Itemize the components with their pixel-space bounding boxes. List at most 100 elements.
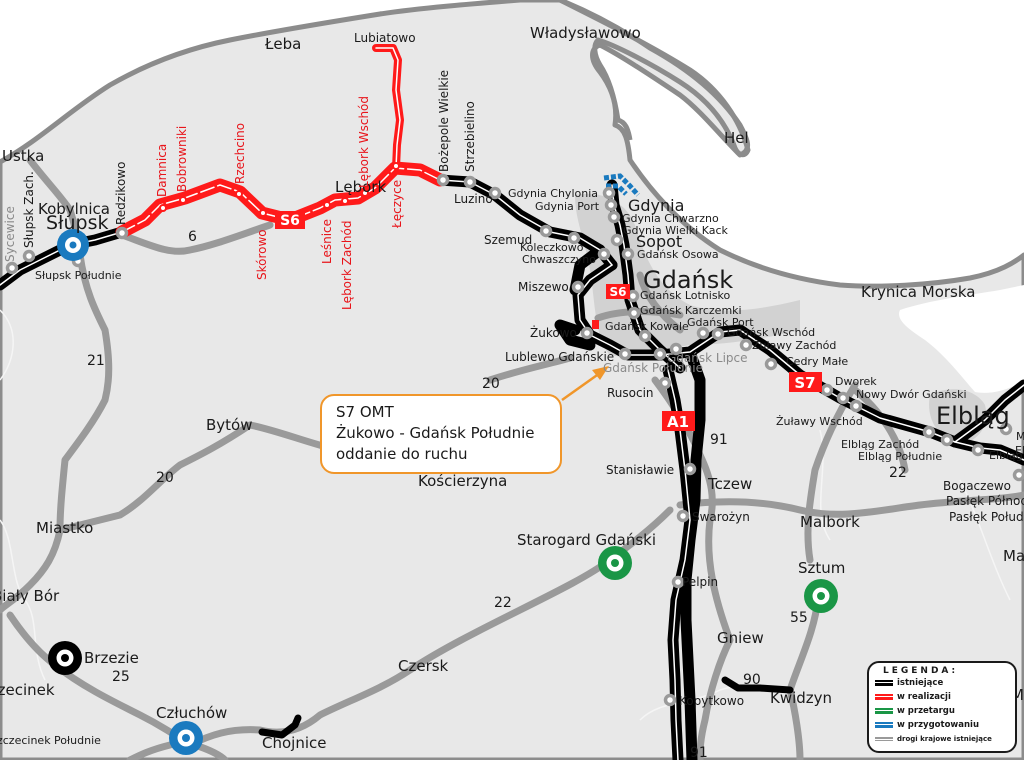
svg-text:Gdańsk Osowa: Gdańsk Osowa (637, 248, 719, 261)
svg-text:Żuławy Zachód: Żuławy Zachód (752, 339, 836, 352)
svg-text:Bobrowniki: Bobrowniki (175, 126, 189, 192)
project-marker-brzezie (48, 641, 82, 675)
legend-item-national-roads: drogi krajowe istniejące (875, 732, 1009, 746)
svg-text:55: 55 (790, 610, 808, 626)
legend-swatch-green (875, 708, 893, 714)
svg-text:Nowy Dwór Gdański: Nowy Dwór Gdański (856, 388, 967, 401)
svg-text:Elbląg: Elbląg (989, 449, 1023, 462)
legend-swatch-grey (875, 737, 893, 741)
label-chojnice: Chojnice (262, 734, 326, 752)
label-tczew: Tczew (707, 475, 752, 493)
svg-text:Pasłęk Północ: Pasłęk Północ (946, 494, 1024, 508)
label-szczecinek: Szczecinek (0, 681, 55, 699)
svg-text:Gdańsk Lipce: Gdańsk Lipce (667, 351, 748, 365)
construction-marker-kowale (592, 320, 599, 329)
road-numbers: 6 21 20 20 22 22 25 91 91 55 90 (87, 229, 907, 761)
svg-text:20: 20 (156, 470, 174, 486)
svg-text:Gdynia Port: Gdynia Port (535, 200, 600, 213)
svg-text:Gdańsk Karczemki: Gdańsk Karczemki (640, 304, 742, 317)
legend-item-in-preparation: w przygotowaniu (875, 718, 1009, 732)
svg-text:Elbląg Południe: Elbląg Południe (858, 450, 942, 463)
svg-text:25: 25 (112, 669, 130, 685)
label-gdynia: Gdynia (628, 196, 684, 215)
label-gdansk: Gdańsk (643, 266, 733, 294)
svg-text:M: M (1016, 430, 1024, 443)
svg-text:Gdańsk Lotnisko: Gdańsk Lotnisko (640, 289, 731, 302)
svg-text:Elbląg: Elbląg (1015, 444, 1024, 457)
label-starogard: Starogard Gdański (517, 531, 656, 549)
label-czluchow: Człuchów (156, 704, 227, 722)
hel-peninsula (558, 0, 751, 158)
callout-arrow (561, 366, 609, 402)
label-gniew: Gniew (717, 629, 764, 647)
svg-text:Słupsk Południe: Słupsk Południe (35, 269, 122, 282)
label-luzino: Luzino (454, 192, 493, 206)
legend-swatch-black (875, 680, 893, 686)
svg-text:Dworek: Dworek (835, 375, 877, 388)
svg-text:S6: S6 (280, 213, 300, 229)
project-marker-czluchow (169, 721, 203, 755)
svg-text:91: 91 (710, 432, 728, 448)
callout-line-status: oddanie do ruchu (336, 445, 468, 463)
svg-text:Stanisławie: Stanisławie (606, 463, 674, 477)
svg-text:Gdańsk Południe: Gdańsk Południe (603, 361, 703, 375)
svg-text:Sycewice: Sycewice (3, 206, 17, 262)
route-badge-s6-gdansk: S6 (606, 284, 630, 299)
legend-swatch-blue (875, 722, 893, 728)
label-krynica-morska: Krynica Morska (861, 283, 975, 301)
svg-text:91: 91 (690, 745, 708, 760)
svg-text:S6: S6 (610, 285, 627, 299)
svg-text:Łęczyce: Łęczyce (390, 180, 404, 229)
svg-text:A1: A1 (667, 413, 689, 431)
label-czersk: Czersk (398, 657, 449, 675)
label-malbork: Malbork (800, 513, 860, 531)
label-sopot: Sopot (636, 232, 682, 251)
legend-item-existing: istniejące (875, 676, 1009, 690)
svg-text:Rzechcino: Rzechcino (233, 123, 247, 184)
label-slupsk: Słupsk (46, 212, 108, 234)
svg-text:Swarożyn: Swarożyn (692, 510, 750, 524)
svg-text:Ma: Ma (1003, 547, 1024, 565)
route-badge-a1: A1 (662, 411, 695, 431)
svg-text:Skórowo: Skórowo (255, 229, 269, 280)
label-lubiatowo: Lubiatowo (354, 31, 416, 45)
svg-text:Gdynia Wielki Kack: Gdynia Wielki Kack (623, 224, 729, 237)
svg-text:Lębork Zachód: Lębork Zachód (340, 221, 354, 310)
route-badge-s7: S7 (789, 372, 822, 392)
label-ustka: Ustka (2, 147, 44, 165)
map-legend: LEGENDA: istniejące w realizacji w przet… (867, 661, 1017, 753)
junction-markers-existing (5, 173, 1024, 707)
svg-text:Damnica: Damnica (155, 144, 169, 197)
callout-s7-omt: S7 OMT Żukowo - Gdańsk Południe oddanie … (320, 394, 562, 474)
legend-title: LEGENDA: (883, 666, 959, 676)
label-szemud: Szemud (484, 233, 532, 247)
svg-text:Szczecinek Południe: Szczecinek Południe (0, 734, 101, 747)
legend-item-in-tender: w przetargu (875, 704, 1009, 718)
callout-line-section: Żukowo - Gdańsk Południe (336, 424, 535, 442)
label-elblag: Elbląg (936, 402, 1010, 430)
label-leba: Łeba (264, 35, 301, 53)
junction-labels-existing: Sycewice Słupsk Zach. Słupsk Południe Re… (0, 70, 1024, 747)
junction-markers-construction (159, 162, 400, 217)
town-labels: Łeba Lubiatowo Władysławowo Hel Ustka Ko… (0, 24, 1010, 752)
label-lebork: Lębork (335, 178, 386, 196)
project-marker-starogard (598, 546, 632, 580)
label-sztum: Sztum (798, 559, 845, 577)
label-bytow: Bytów (206, 416, 253, 434)
svg-text:Pelpin: Pelpin (682, 575, 718, 589)
svg-text:Elbląg Zachód: Elbląg Zachód (841, 438, 919, 451)
label-miastko: Miastko (36, 519, 93, 537)
svg-text:Żukowo: Żukowo (530, 325, 577, 340)
legend-item-in-construction: w realizacji (875, 690, 1009, 704)
legend-swatch-red (875, 694, 893, 700)
svg-text:Strzebielino: Strzebielino (463, 101, 477, 172)
svg-text:Gdańsk Wschód: Gdańsk Wschód (727, 326, 815, 339)
svg-text:Gdańsk Port: Gdańsk Port (687, 316, 754, 329)
svg-text:Redzikowo: Redzikowo (114, 162, 128, 225)
svg-text:Chwaszczyno: Chwaszczyno (522, 253, 596, 266)
svg-text:21: 21 (87, 353, 105, 369)
label-rusocin: Rusocin (607, 386, 654, 400)
label-wladyslawowo: Władysławowo (530, 24, 641, 42)
svg-text:Gdynia Chwarzno: Gdynia Chwarzno (622, 212, 719, 225)
